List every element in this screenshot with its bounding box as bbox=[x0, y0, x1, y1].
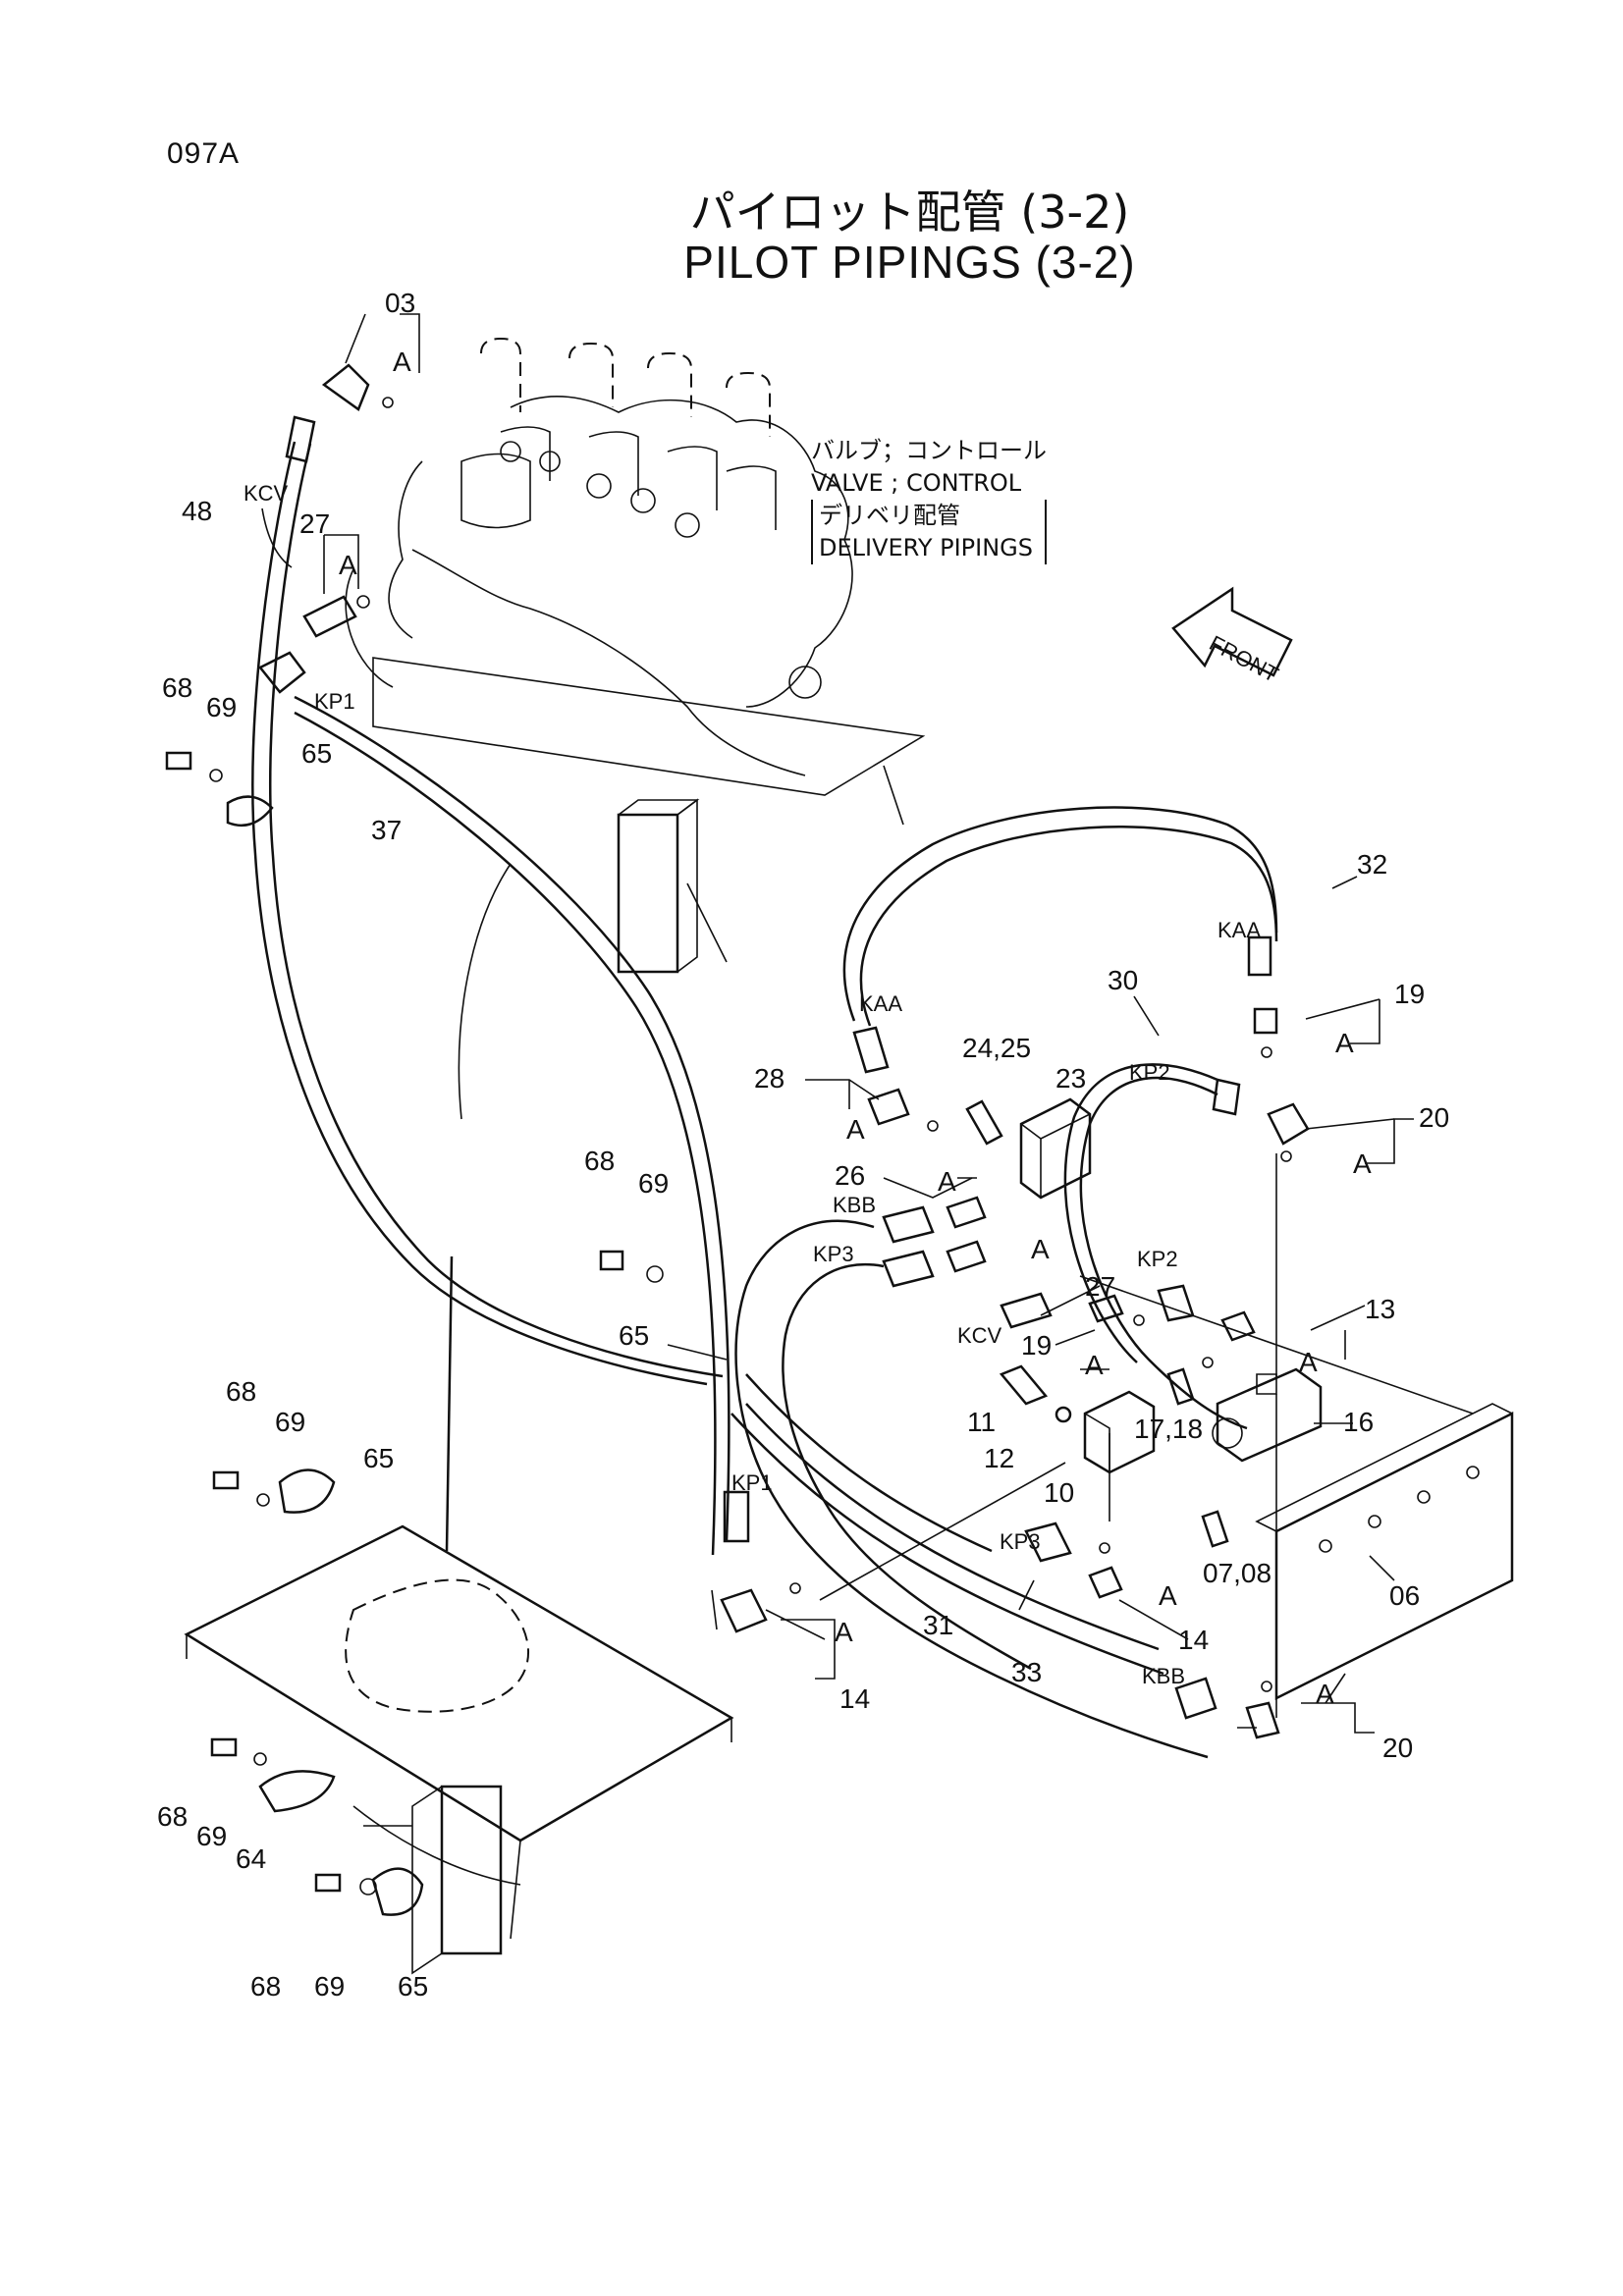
callout-24-25: 24,25 bbox=[962, 1033, 1031, 1063]
callout-19-top: 19 bbox=[1394, 979, 1425, 1009]
callout-33: 33 bbox=[1011, 1657, 1042, 1687]
note-line-en: VALVE ; CONTROL bbox=[811, 469, 1022, 497]
callout-27-a: A bbox=[339, 550, 357, 580]
callout-20-a: A bbox=[1353, 1148, 1372, 1179]
leader-lines bbox=[261, 313, 1414, 1734]
callout-kp1-low: KP1 bbox=[731, 1470, 773, 1495]
callout-48: 48 bbox=[182, 496, 212, 526]
note-bracket-en: DELIVERY PIPINGS bbox=[811, 532, 1047, 564]
callout-kp2-top: KP2 bbox=[1129, 1060, 1170, 1085]
callout-65-e: 65 bbox=[398, 1971, 428, 2002]
callout-14-low: 14 bbox=[839, 1683, 870, 1714]
callout-19-a: A bbox=[1335, 1028, 1354, 1058]
page-code: 097A bbox=[167, 137, 241, 170]
callout-kbb-low: KBB bbox=[1142, 1664, 1185, 1688]
callout-26-a2: A bbox=[1031, 1234, 1050, 1264]
callout-kcv-top: KCV bbox=[243, 481, 289, 506]
control-valve-note: バルブ；コントロール VALVE ; CONTROL デリベリ配管 DELIVE… bbox=[811, 435, 1047, 564]
callout-68-d: 68 bbox=[157, 1801, 188, 1832]
callout-07-08: 07,08 bbox=[1203, 1558, 1271, 1588]
callout-20-top: 20 bbox=[1419, 1102, 1449, 1133]
callout-69-e: 69 bbox=[314, 1971, 345, 2002]
callout-26: 26 bbox=[835, 1160, 865, 1191]
part-callouts: 03 A KCV 48 27 A 68 69 KP1 65 37 32 KAA … bbox=[157, 288, 1449, 2002]
callout-31: 31 bbox=[923, 1610, 953, 1640]
callout-13: 13 bbox=[1365, 1294, 1395, 1324]
callout-10: 10 bbox=[1044, 1477, 1074, 1508]
callout-68-c: 68 bbox=[226, 1376, 256, 1407]
callout-kp1-top: KP1 bbox=[314, 689, 355, 714]
callout-kp3-low: KP3 bbox=[1000, 1529, 1041, 1554]
callout-65-b: 65 bbox=[619, 1320, 649, 1351]
callout-kp2-mid: KP2 bbox=[1137, 1247, 1178, 1271]
note-bracket-jp: デリベリ配管 bbox=[811, 500, 1047, 532]
callout-20-low-a: A bbox=[1316, 1679, 1334, 1709]
fittings bbox=[165, 363, 1323, 1916]
front-direction-arrow: FRONT bbox=[1171, 586, 1293, 687]
callout-12: 12 bbox=[984, 1443, 1014, 1473]
callout-69-a: 69 bbox=[206, 692, 237, 722]
callout-14-right: 14 bbox=[1178, 1625, 1209, 1655]
callout-27-mid: 27 bbox=[1085, 1271, 1115, 1302]
hose-lines bbox=[251, 441, 1278, 1759]
callout-kaa-right: KAA bbox=[1217, 918, 1261, 942]
callout-64: 64 bbox=[236, 1843, 266, 1874]
page-title: PILOT PIPINGS (3-2) bbox=[683, 237, 1136, 288]
callout-13-a: A bbox=[1299, 1347, 1318, 1377]
callout-37: 37 bbox=[371, 815, 402, 845]
callout-11: 11 bbox=[967, 1407, 996, 1437]
callout-68-e: 68 bbox=[250, 1971, 281, 2002]
callout-19-mid-a: A bbox=[1085, 1350, 1104, 1380]
callout-30: 30 bbox=[1108, 965, 1138, 995]
callout-19-mid: 19 bbox=[1021, 1330, 1052, 1361]
callout-23: 23 bbox=[1055, 1063, 1086, 1094]
note-line-jp: バルブ；コントロール bbox=[811, 437, 1047, 464]
callout-68-a: 68 bbox=[162, 672, 192, 703]
callout-65-c: 65 bbox=[363, 1443, 394, 1473]
callout-06: 06 bbox=[1389, 1580, 1420, 1611]
page-title-japanese: パイロット配管 (3-2) bbox=[689, 186, 1130, 239]
callout-69-d: 69 bbox=[196, 1821, 227, 1851]
callout-03-a: A bbox=[393, 347, 411, 377]
callout-65-a: 65 bbox=[301, 738, 332, 769]
callout-32: 32 bbox=[1357, 849, 1387, 880]
callout-16: 16 bbox=[1343, 1407, 1374, 1437]
callout-kp3-left: KP3 bbox=[813, 1242, 854, 1266]
callout-20-low: 20 bbox=[1382, 1733, 1413, 1763]
callout-69-c: 69 bbox=[275, 1407, 305, 1437]
callout-69-b: 69 bbox=[638, 1168, 669, 1199]
control-valve-drawing bbox=[345, 337, 926, 1552]
callout-14-low-a: A bbox=[835, 1617, 853, 1647]
callout-kbb-left: KBB bbox=[833, 1193, 876, 1217]
callout-26-a1: A bbox=[938, 1166, 956, 1197]
callout-27-top: 27 bbox=[299, 508, 330, 539]
callout-03: 03 bbox=[385, 288, 415, 318]
callout-17-18: 17,18 bbox=[1134, 1414, 1203, 1444]
callout-kcv-mid: KCV bbox=[957, 1323, 1002, 1348]
callout-14-a: A bbox=[1159, 1580, 1177, 1611]
callout-28: 28 bbox=[754, 1063, 784, 1094]
callout-28-a: A bbox=[846, 1114, 865, 1145]
front-label: FRONT bbox=[1206, 630, 1283, 687]
callout-kaa-left: KAA bbox=[859, 991, 902, 1016]
callout-68-b: 68 bbox=[584, 1146, 615, 1176]
